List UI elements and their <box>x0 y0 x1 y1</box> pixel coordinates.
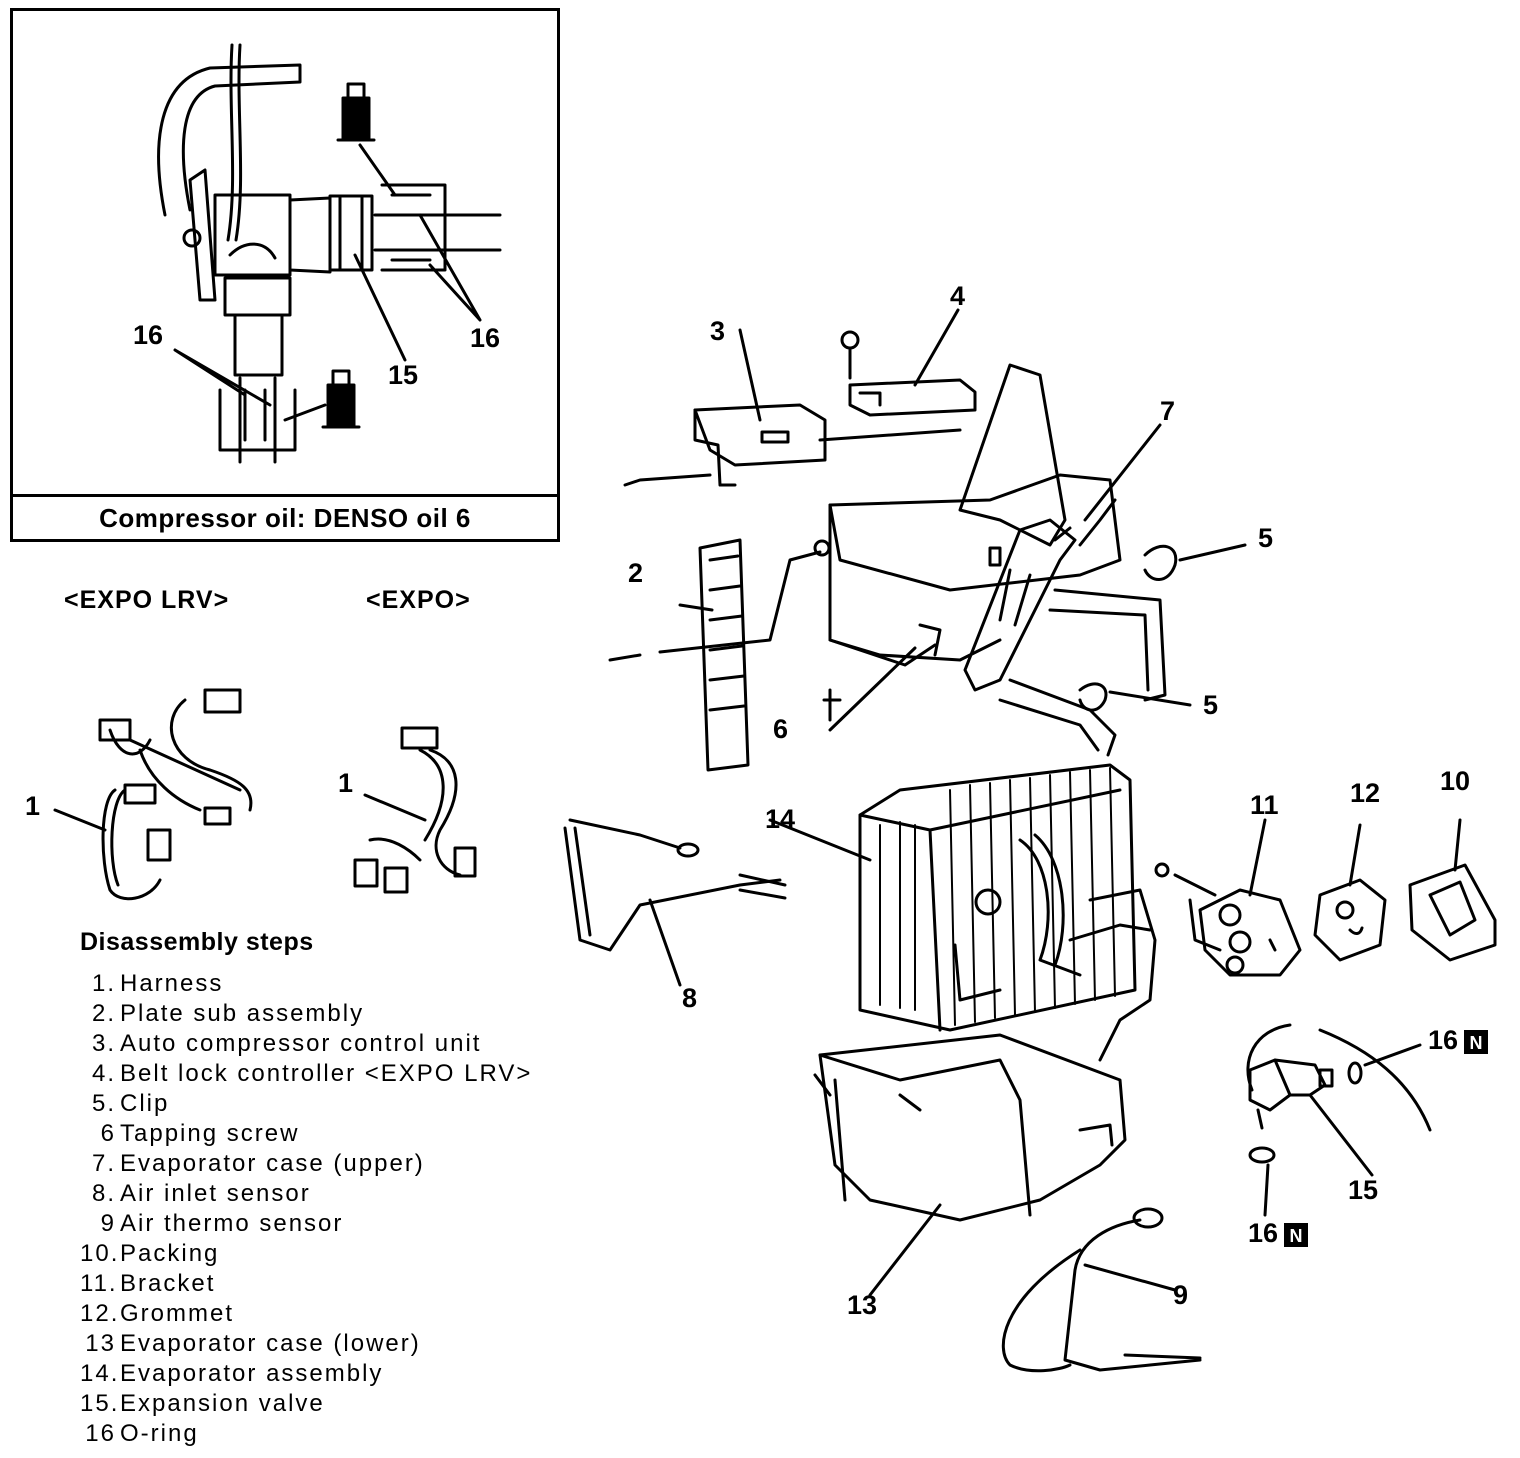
step-item: 14.Evaporator assembly <box>80 1360 384 1387</box>
evaporator-case-lower-drawing <box>813 1033 1127 1297</box>
inset-callout-16-right: 16 <box>470 323 501 353</box>
step-item: 11.Bracket <box>80 1270 216 1297</box>
evaporator-case-upper-drawing <box>813 363 1167 757</box>
step-item: 2.Plate sub assembly <box>91 1000 365 1027</box>
air-inlet-sensor-drawing <box>563 818 787 987</box>
callout-14: 14 <box>765 804 796 834</box>
step-item: 12.Grommet <box>80 1300 235 1327</box>
auto-compressor-control-unit-drawing <box>623 328 827 487</box>
clip-drawing <box>1078 543 1247 712</box>
callout-8: 8 <box>682 983 698 1013</box>
callout-15: 15 <box>1348 1175 1379 1205</box>
callout-3: 3 <box>710 316 726 346</box>
belt-lock-controller-drawing <box>818 308 977 442</box>
callout-5-upper: 5 <box>1258 523 1274 553</box>
air-thermo-sensor-drawing <box>1001 1207 1202 1373</box>
step-item: 1.Harness <box>91 970 224 997</box>
step-item: 5.Clip <box>91 1090 170 1117</box>
harness-expo-lrv-drawing <box>53 688 253 901</box>
evaporator-assembly-drawing <box>768 763 1157 1062</box>
step-item: 3.Auto compressor control unit <box>91 1030 482 1057</box>
callout-1-expo-lrv: 1 <box>25 791 41 821</box>
new-part-badge: N <box>1284 1222 1309 1247</box>
callout-12: 12 <box>1350 778 1381 808</box>
callout-1-expo: 1 <box>338 768 354 798</box>
callout-5-lower: 5 <box>1203 690 1219 720</box>
bracket-drawing <box>1154 818 1302 977</box>
variant-heading-expo: <EXPO> <box>366 586 471 614</box>
variant-heading-expo-lrv: <EXPO LRV> <box>64 586 230 614</box>
oil-can-icon <box>336 82 376 142</box>
disassembly-steps: Disassembly steps 1.Harness 2.Plate sub … <box>80 928 640 1449</box>
callout-7: 7 <box>1160 396 1176 426</box>
callout-11: 11 <box>1250 790 1279 820</box>
new-part-badge: N <box>1464 1029 1489 1054</box>
step-item: 15.Expansion valve <box>80 1390 325 1417</box>
steps-list: 1.Harness 2.Plate sub assembly 3.Auto co… <box>80 969 640 1449</box>
callout-13: 13 <box>847 1290 878 1320</box>
callout-16-lower-number: 16 <box>1248 1218 1279 1248</box>
harness-expo-drawing <box>353 726 477 894</box>
oil-can-icon <box>321 369 361 429</box>
callout-9: 9 <box>1173 1280 1189 1310</box>
inset-callout-16-left: 16 <box>133 320 164 350</box>
step-item: 7.Evaporator case (upper) <box>91 1150 425 1177</box>
inset-callout-15: 15 <box>388 360 419 390</box>
callout-6: 6 <box>773 714 789 744</box>
callout-2: 2 <box>628 558 644 588</box>
steps-title: Disassembly steps <box>80 928 314 956</box>
packing-drawing <box>1408 818 1497 962</box>
step-item: 4.Belt lock controller <EXPO LRV> <box>91 1060 533 1087</box>
plate-sub-assembly-drawing <box>608 538 822 772</box>
inset-caption: Compressor oil: DENSO oil 6 <box>13 494 557 539</box>
callout-16-upper-number: 16 <box>1428 1025 1459 1055</box>
callout-10: 10 <box>1440 766 1471 796</box>
inset-expansion-valve-drawing <box>157 43 502 464</box>
compressor-oil-inset: Compressor oil: DENSO oil 6 <box>10 8 560 542</box>
expansion-valve-drawing <box>1246 1023 1432 1217</box>
callout-4: 4 <box>950 281 966 311</box>
step-item: 8.Air inlet sensor <box>91 1180 311 1207</box>
grommet-drawing <box>1313 823 1387 962</box>
step-item: 10.Packing <box>80 1240 220 1267</box>
